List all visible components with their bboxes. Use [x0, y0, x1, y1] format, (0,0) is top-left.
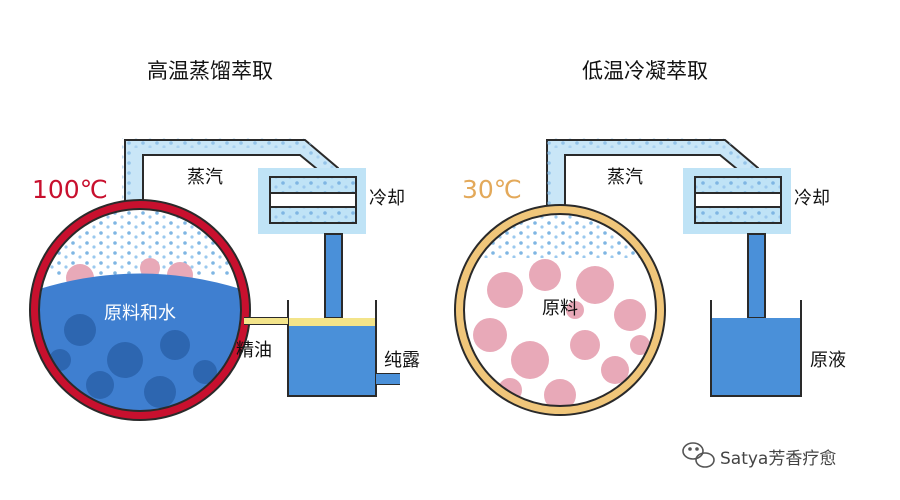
right-temperature: 30℃ — [462, 175, 522, 204]
right-outlet-pipe — [747, 233, 766, 319]
left-oil-label: 精油 — [236, 340, 272, 361]
right-beaker — [710, 300, 802, 397]
left-steam-label: 蒸汽 — [187, 167, 223, 188]
left-outlet-pipe — [324, 233, 343, 319]
right-cooling-label: 冷却 — [794, 188, 830, 209]
left-cooling-label: 冷却 — [369, 188, 405, 209]
watermark-text: Satya芳香疗愈 — [720, 449, 836, 469]
left-beaker — [244, 300, 400, 397]
left-diagram: 高温蒸馏萃取 冷却 原料和水 100 — [29, 59, 420, 421]
left-title: 高温蒸馏萃取 — [147, 59, 273, 83]
right-liquid-label: 原液 — [810, 350, 846, 371]
right-steam-label: 蒸汽 — [607, 167, 643, 188]
left-temperature: 100℃ — [32, 175, 108, 204]
right-flask-label: 原料 — [542, 298, 578, 319]
wechat-icon — [682, 442, 715, 468]
left-hydrosol-label: 纯露 — [384, 350, 420, 371]
watermark: Satya芳香疗愈 — [682, 442, 836, 469]
right-diagram: 低温冷凝萃取 冷却 原料 30℃ 蒸汽 — [454, 59, 846, 416]
right-title: 低温冷凝萃取 — [582, 59, 708, 83]
left-flask-label: 原料和水 — [104, 303, 176, 324]
